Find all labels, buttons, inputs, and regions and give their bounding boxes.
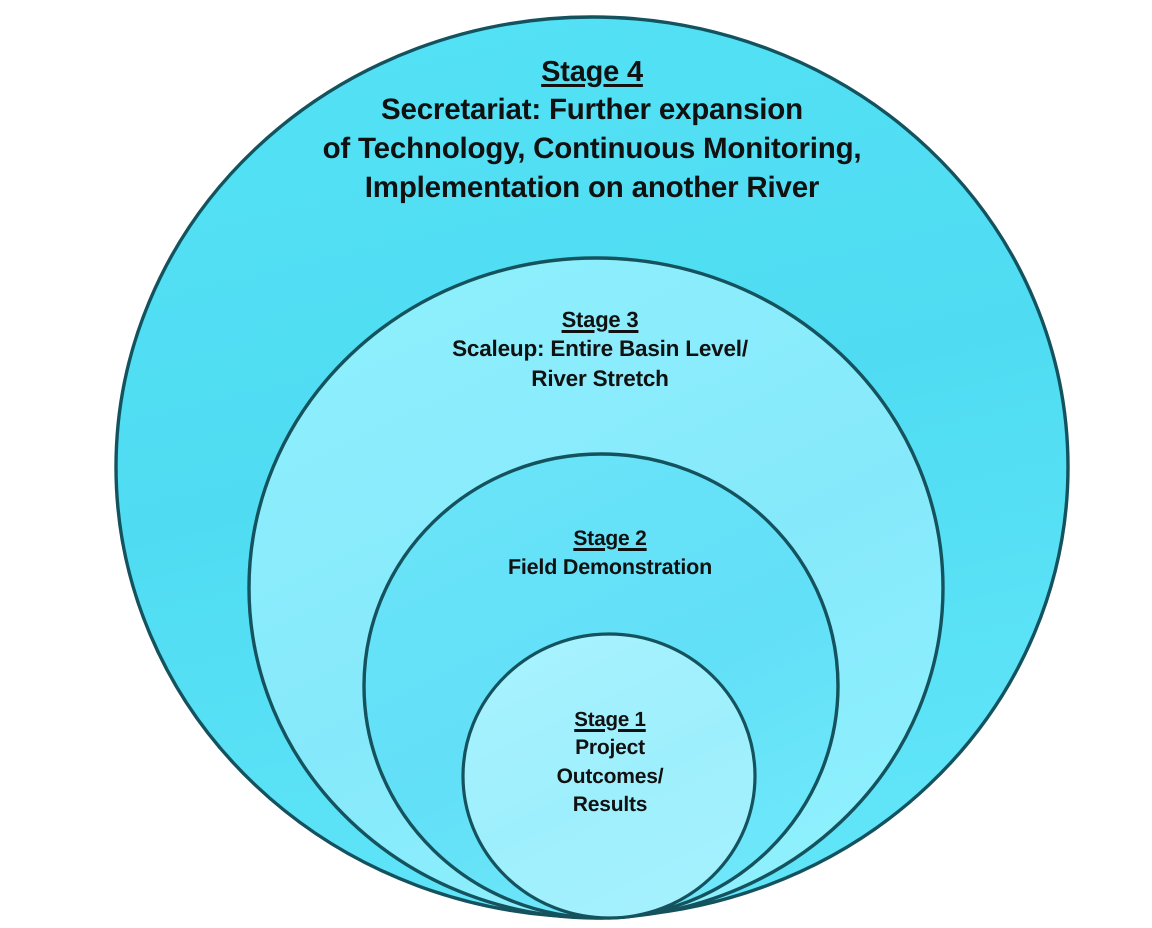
stage-1-circle[interactable] <box>461 632 757 920</box>
